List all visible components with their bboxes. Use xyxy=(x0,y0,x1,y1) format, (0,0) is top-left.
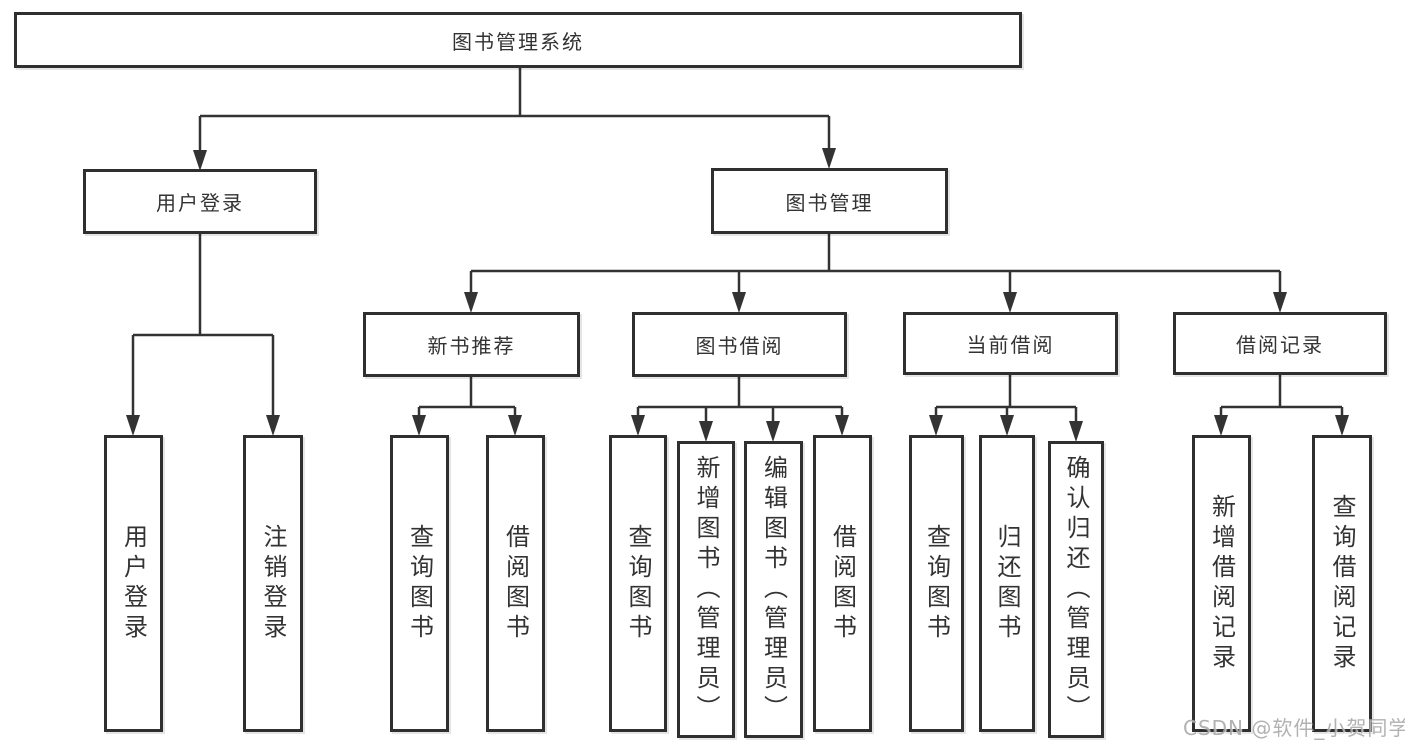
node-book-borrow: 图书借阅 xyxy=(632,312,847,377)
leaf-return-books: 归还图书 xyxy=(979,435,1035,732)
node-user-login: 用户登录 xyxy=(83,169,317,234)
leaf-query-borrow-record: 查询借阅记录 xyxy=(1312,435,1372,732)
leaf-confirm-return-admin: 确认归还（管理员） xyxy=(1048,441,1104,738)
csdn-watermark: CSDN @软件_小贺同学 xyxy=(1183,716,1405,740)
leaf-user-login: 用户登录 xyxy=(104,435,163,732)
leaf-logout: 注销登录 xyxy=(243,435,303,732)
leaf-add-books-admin: 新增图书（管理员） xyxy=(677,441,735,738)
leaf-query-books-recommend: 查询图书 xyxy=(390,435,449,732)
leaf-edit-books-admin: 编辑图书（管理员） xyxy=(744,441,803,738)
leaf-borrow-books-recommend: 借阅图书 xyxy=(486,435,545,732)
node-borrow-records: 借阅记录 xyxy=(1173,312,1387,375)
leaf-borrow-books: 借阅图书 xyxy=(813,435,872,732)
leaf-query-books-borrow: 查询图书 xyxy=(609,435,667,732)
leaf-query-books-current: 查询图书 xyxy=(909,435,964,732)
leaf-add-borrow-record: 新增借阅记录 xyxy=(1192,435,1251,732)
node-library-system: 图书管理系统 xyxy=(14,12,1022,68)
node-new-book-recommend: 新书推荐 xyxy=(363,312,580,377)
node-book-management: 图书管理 xyxy=(711,168,948,234)
node-current-borrow: 当前借阅 xyxy=(903,312,1118,375)
